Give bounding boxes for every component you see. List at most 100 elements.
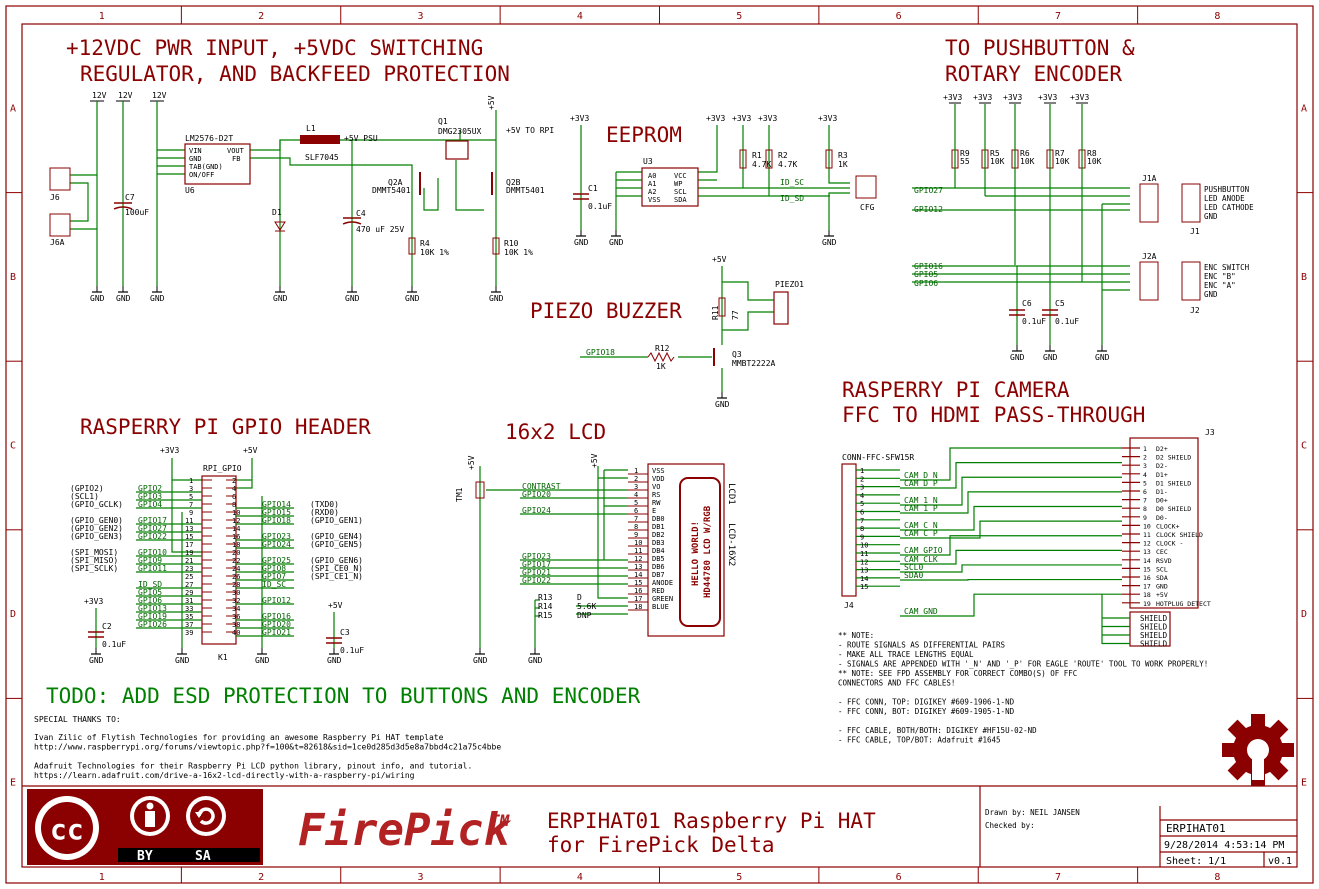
row-label: A <box>10 103 16 114</box>
camera-net: CAM_CLK <box>904 555 938 564</box>
gnd-symbol: GND <box>327 647 342 665</box>
gpio-pin-number: 39 <box>185 629 193 637</box>
lcd-section-title: 16x2 LCD <box>505 420 606 444</box>
hdmi-pin-number: 15 <box>1143 565 1151 573</box>
lcd-pin-name: DB2 <box>652 531 665 539</box>
j4-ffc-connector <box>841 463 857 597</box>
camera-net: CAM_D_N <box>904 471 938 480</box>
u3-pin-a1: A1 <box>648 180 656 188</box>
gpio-left-alias: (GPIO_GEN3) <box>70 532 123 541</box>
gpio-pin-number: 1 <box>189 477 193 485</box>
gpio-left-net: GPIO27 <box>138 524 167 533</box>
c3-value: 0.1uF <box>340 646 364 655</box>
j2-label-enc-a: ENC "A" <box>1204 281 1236 290</box>
gpio-pin-number: 34 <box>232 605 240 613</box>
hdmi-pin-name: D2- <box>1156 462 1168 470</box>
gnd-symbol: GND <box>90 285 105 303</box>
gpio-5v-label: +5V <box>243 446 258 455</box>
row-label: B <box>1301 272 1307 283</box>
gpio18-net: GPIO18 <box>586 348 615 357</box>
gpio-left-net: ID_SD <box>138 580 162 589</box>
gnd-symbol: GND <box>255 647 270 665</box>
svg-text:GND: GND <box>1043 353 1058 362</box>
lcd-pin-number: 4 <box>634 491 638 499</box>
u3-pin-sda: SDA <box>674 196 687 204</box>
r11-label: R11 <box>711 305 720 320</box>
doc-date: 9/28/2014 4:53:14 PM <box>1164 840 1284 851</box>
gnd-symbol: GND <box>273 285 288 303</box>
hdmi-pin-number: 16 <box>1143 574 1151 582</box>
column-label: 3 <box>417 11 423 22</box>
hdmi-pin-number: 13 <box>1143 548 1151 556</box>
svg-text:GND: GND <box>609 238 624 247</box>
r10-value: 10K 1% <box>504 248 533 257</box>
gpio-right-net: GPIO7 <box>262 572 286 581</box>
hdmi-shield-pin: SHIELD <box>1140 640 1168 649</box>
ffc-pin-number: 9 <box>860 533 864 541</box>
gpio-right-net: GPIO8 <box>262 564 286 573</box>
u6-pin-onoff: ON/OFF <box>189 171 214 179</box>
svg-text:GND: GND <box>528 656 543 665</box>
r12-value: 1K <box>656 362 666 371</box>
c1-label: C1 <box>588 184 598 193</box>
c2-value: 0.1uF <box>102 640 126 649</box>
hdmi-pin-name: SDA <box>1156 574 1168 582</box>
r3-value: 1K <box>838 160 848 169</box>
u6-regulator <box>184 143 251 185</box>
lcd-pin-number: 1 <box>634 467 638 475</box>
button-resistor-value: 55 <box>960 157 970 166</box>
u3-pin-vcc: VCC <box>674 172 687 180</box>
j2a-label: J2A <box>1142 252 1157 261</box>
q1-mosfet <box>445 140 469 160</box>
gnd-symbol: GND <box>574 229 589 247</box>
gpio27-net: GPIO27 <box>914 186 943 195</box>
v5-to-rpi-label: +5V TO RPI <box>506 126 554 135</box>
lcd-pin-name: ANODE <box>652 579 673 587</box>
camera-net: CAM_1_P <box>904 504 938 513</box>
column-label: 8 <box>1214 872 1220 883</box>
hdmi-pin-number: 18 <box>1143 591 1151 599</box>
gpio-pin-number: 25 <box>185 573 193 581</box>
j4-label: J4 <box>844 601 854 610</box>
gpio-pin-number: 8 <box>232 501 236 509</box>
r12-label: R12 <box>655 344 670 353</box>
gpio-pin-number: 13 <box>185 525 193 533</box>
gpio-pin-number: 12 <box>232 517 240 525</box>
gpio-right-alias: (GPIO_GEN4) <box>310 532 363 541</box>
gpio-pin-number: 36 <box>232 613 240 621</box>
gnd-symbol: GND <box>345 285 360 303</box>
gpio-pin-number: 37 <box>185 621 193 629</box>
buttons-section-title-2: ROTARY ENCODER <box>945 62 1122 86</box>
lcd-pin-number: 16 <box>634 587 642 595</box>
u6-pin-vin: VIN <box>189 147 202 155</box>
gpio-pin-number: 2 <box>232 477 236 485</box>
gpio-pin-number: 40 <box>232 629 240 637</box>
hdmi-pin-name: D1+ <box>1156 471 1168 479</box>
ffc-pin-number: 7 <box>860 517 864 525</box>
gpio-right-net: GPIO12 <box>262 596 291 605</box>
eeprom-section-title: EEPROM <box>606 123 682 147</box>
gnd-symbol: GND <box>715 391 730 409</box>
camera-note-line: - MAKE ALL TRACE LENGTHS EQUAL <box>838 650 974 659</box>
r3-label: R3 <box>838 151 848 160</box>
button-rail-label: +3V3 <box>1038 93 1057 102</box>
hdmi-pin-name: D2+ <box>1156 445 1168 453</box>
gpio5-net: GPIO5 <box>914 270 938 279</box>
hdmi-pin-name: CLOCK+ <box>1156 522 1180 530</box>
power-section-title-1: +12VDC PWR INPUT, +5VDC SWITCHING <box>66 36 483 60</box>
todo-note: TODO: ADD ESD PROTECTION TO BUTTONS AND … <box>46 684 641 708</box>
gpio-3v3-label: +3V3 <box>160 446 179 455</box>
j1a-connector <box>1139 183 1159 223</box>
j2a-connector <box>1139 261 1159 301</box>
eeprom-3v3-b: +3V3 <box>706 114 725 123</box>
id-sc-net: ID_SC <box>780 178 804 187</box>
gnd-symbol: GND <box>473 647 488 665</box>
lcd-pin-name: E <box>652 507 656 515</box>
camera-section-title-1: RASPERRY PI CAMERA <box>842 378 1070 402</box>
gpio-left-alias: (SCL1) <box>70 492 99 501</box>
gpio-right-net: GPIO14 <box>262 500 291 509</box>
svg-text:GND: GND <box>345 294 360 303</box>
lcd-pin-number: 6 <box>634 507 638 515</box>
